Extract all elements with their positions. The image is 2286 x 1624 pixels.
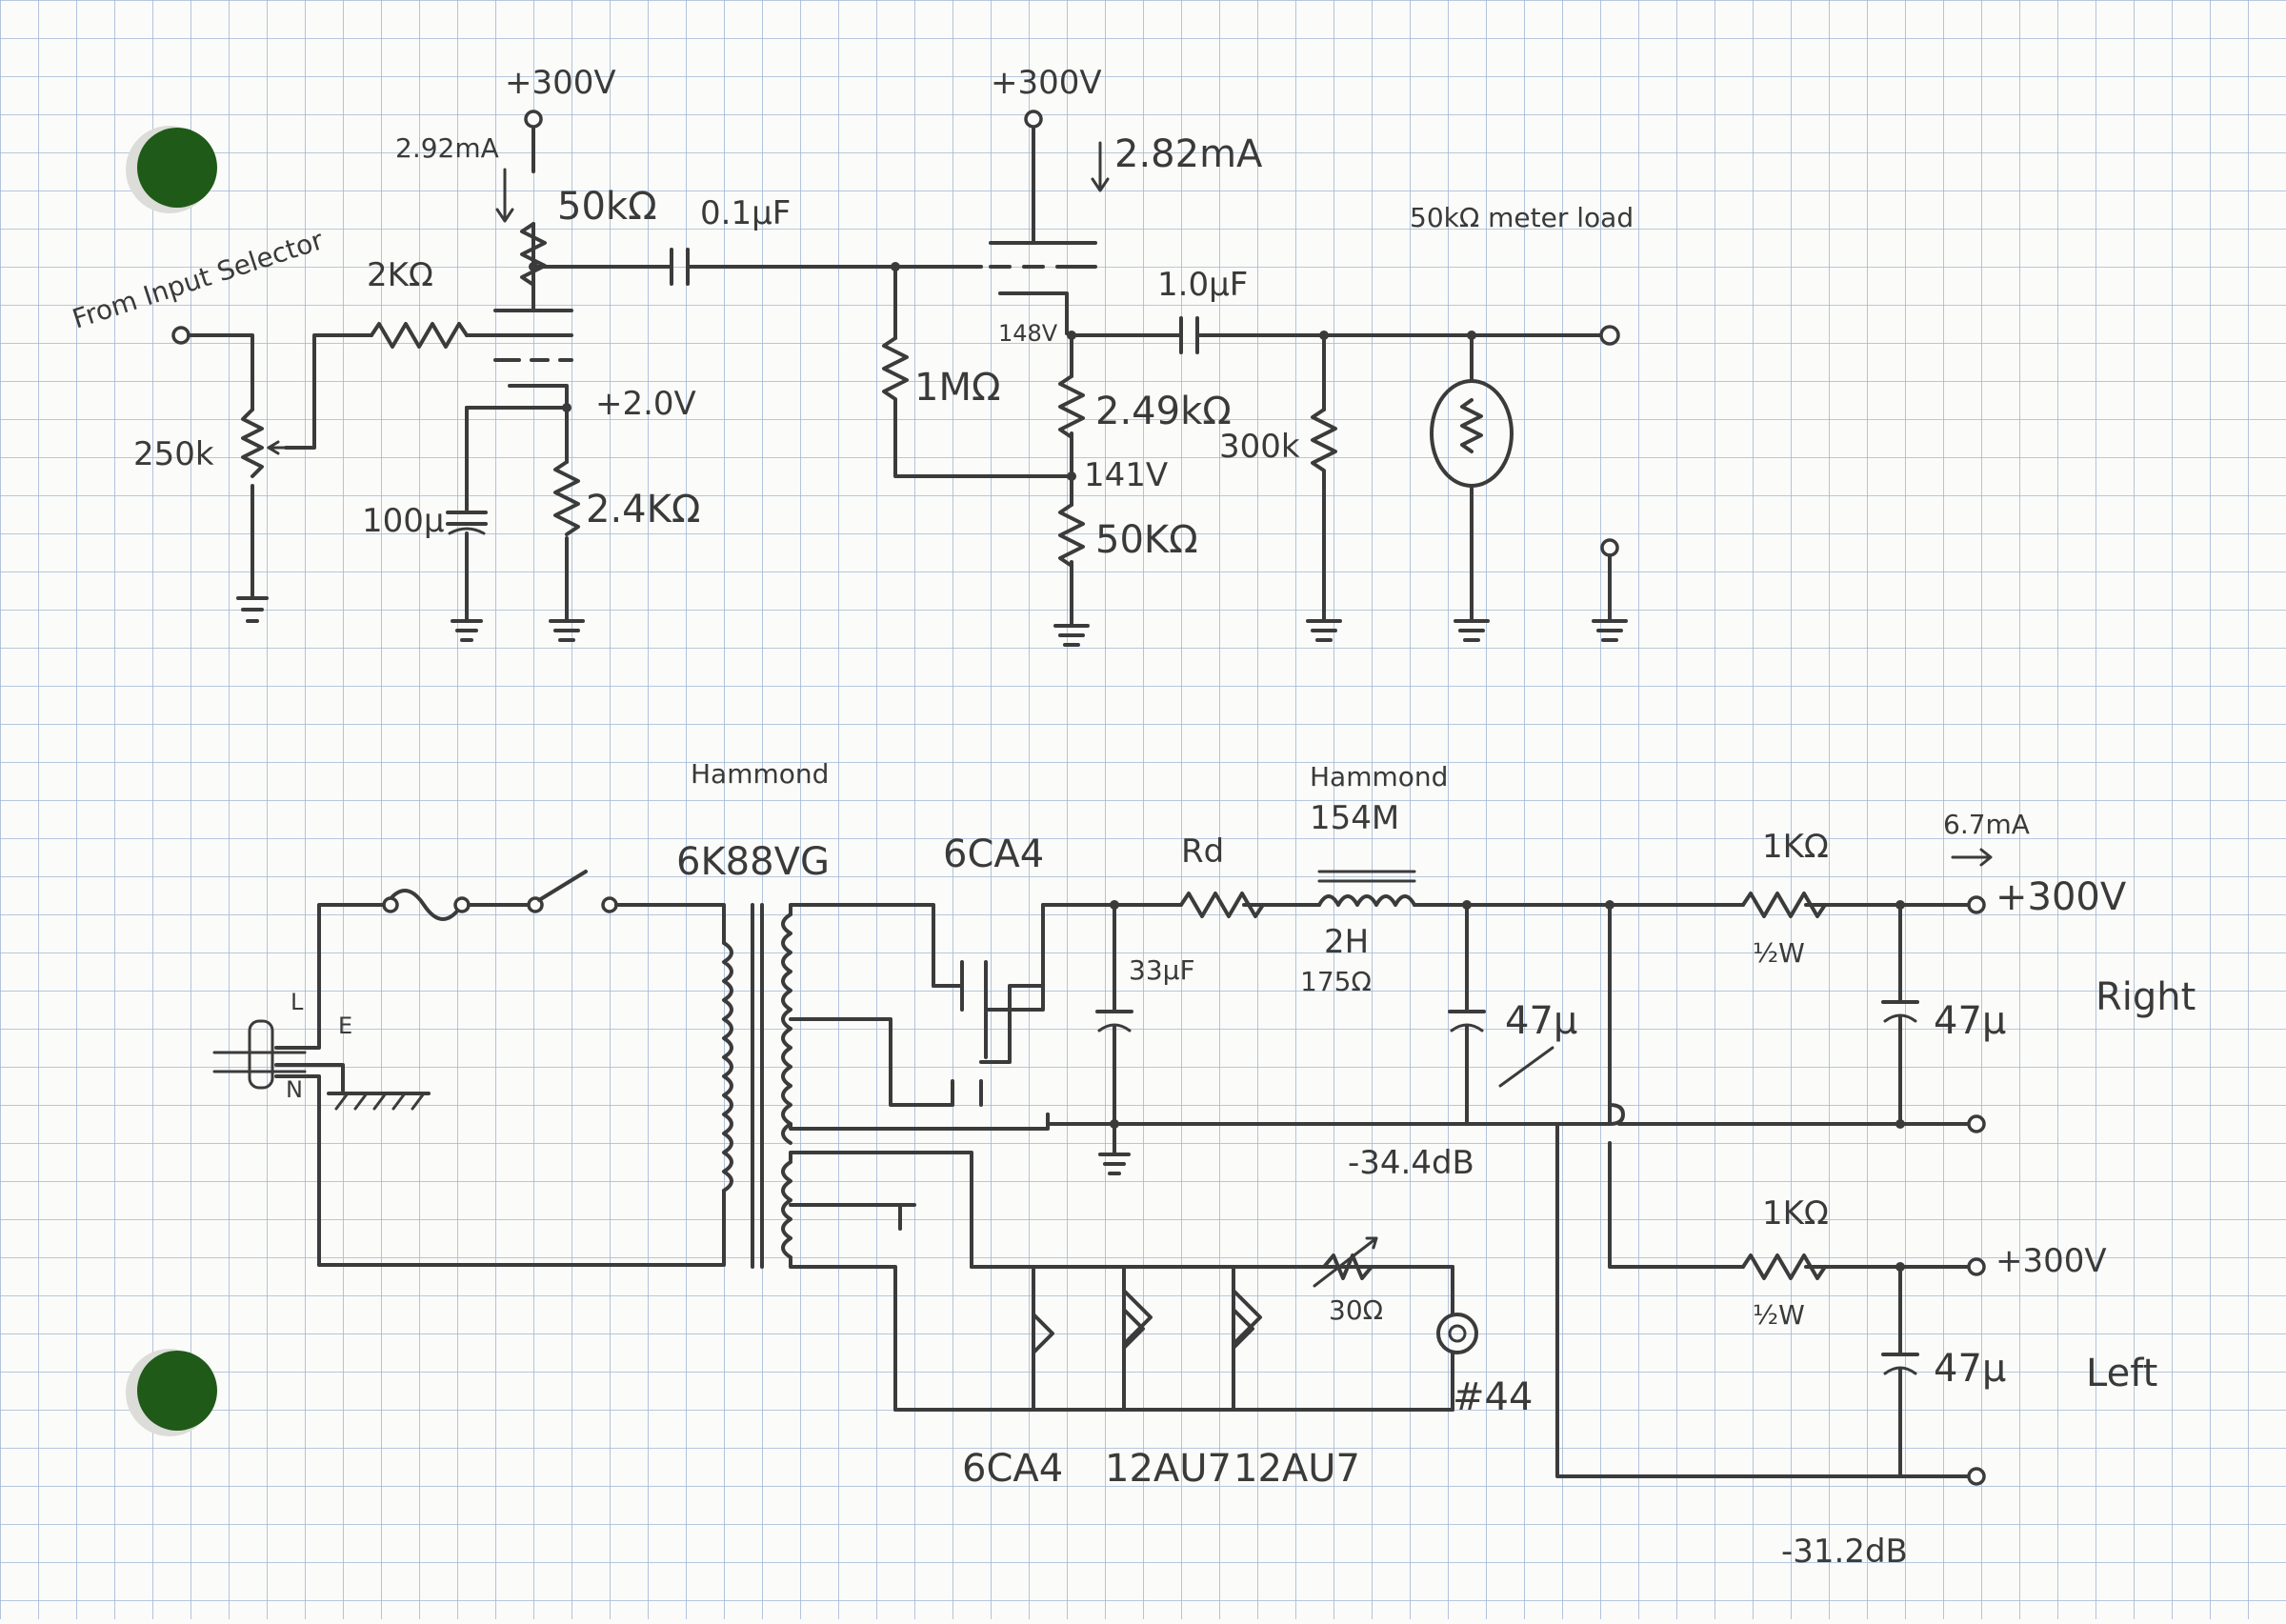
right-supply-terminal xyxy=(1967,895,1986,914)
load-resistor xyxy=(1311,408,1337,472)
right-resistor-watt-label: ½W xyxy=(1753,937,1805,969)
left-supply-label: +300V xyxy=(1995,1242,2107,1280)
supply-label-right: +300V xyxy=(991,64,1102,102)
preamp-stage-1 xyxy=(171,110,897,642)
power-switch xyxy=(537,870,588,902)
power-supply xyxy=(212,848,1993,1486)
plate-resistor xyxy=(520,222,547,287)
filter-cap-2-label: 47μ xyxy=(1505,999,1577,1043)
supply-terminal-left xyxy=(524,110,543,129)
hum-right-label: -31.2dB xyxy=(1781,1533,1908,1571)
right-current-label: 6.7mA xyxy=(1943,809,2030,840)
left-resistor-watt-label: ½W xyxy=(1753,1299,1805,1331)
binder-hole-bottom xyxy=(126,1349,217,1436)
transformer-model-label: 6K88VG xyxy=(676,840,830,884)
tap-voltage-label: 141V xyxy=(1084,456,1168,494)
input-terminal xyxy=(171,326,190,345)
right-channel-label: Right xyxy=(2096,975,2196,1019)
grid-resistor xyxy=(370,322,469,349)
binder-hole-top xyxy=(126,126,217,213)
left-ground-terminal xyxy=(1967,1467,1986,1486)
left-resistor-label: 1KΩ xyxy=(1762,1194,1829,1233)
fuse xyxy=(384,889,464,921)
volume-pot xyxy=(241,408,264,478)
left-resistor xyxy=(1741,1253,1827,1280)
output-terminal xyxy=(1599,325,1620,346)
current-label-right: 2.82mA xyxy=(1114,132,1263,176)
filter-cap-1-label: 33μF xyxy=(1129,954,1195,986)
pilot-lamp-label: #44 xyxy=(1453,1375,1533,1419)
grid-leak xyxy=(882,336,909,401)
bypass-cap-label: 100μ xyxy=(362,502,445,540)
resistor-249k xyxy=(1058,374,1085,439)
left-channel-label: Left xyxy=(2086,1352,2157,1395)
choke-model-label: 154M xyxy=(1310,799,1399,837)
rd-resistor xyxy=(1179,892,1265,918)
cathode-resistor xyxy=(553,460,580,536)
meter-load-label: 50kΩ meter load xyxy=(1410,202,1634,233)
transformer-primary xyxy=(722,941,733,1193)
right-cap-label: 47μ xyxy=(1934,999,2006,1043)
rectifier-diode-1 xyxy=(932,960,964,1012)
choke-resistance-label: 175Ω xyxy=(1300,966,1372,997)
left-supply-terminal xyxy=(1967,1257,1986,1276)
transformer-secondary-hv xyxy=(781,912,792,1145)
grid-leak-label: 1MΩ xyxy=(914,366,1001,410)
coupling-cap-2-label: 1.0μF xyxy=(1157,266,1248,304)
grid-resistor-label: 2KΩ xyxy=(367,256,433,294)
heater-tube-label-3: 12AU7 xyxy=(1233,1447,1360,1491)
left-cap-label: 47μ xyxy=(1934,1347,2006,1391)
supply-terminal-right xyxy=(1024,110,1043,129)
resistor-249k-label: 2.49kΩ xyxy=(1095,390,1232,433)
right-supply-label: +300V xyxy=(1995,875,2127,919)
transformer-maker-label: Hammond xyxy=(691,758,829,790)
choke-inductance-label: 2H xyxy=(1324,923,1369,961)
rectifier-label: 6CA4 xyxy=(943,832,1044,876)
bias-resistor xyxy=(1058,503,1085,568)
choke xyxy=(1317,894,1416,907)
mains-plug xyxy=(212,1051,307,1073)
pilot-lamp xyxy=(1436,1313,1478,1354)
current-label-left: 2.92mA xyxy=(395,132,499,164)
heater-tube-label-1: 6CA4 xyxy=(962,1447,1063,1491)
plate-resistor-label: 50kΩ xyxy=(557,185,657,229)
mains-n-label: N xyxy=(286,1076,303,1103)
mains-l-label: L xyxy=(291,989,304,1015)
cathode-resistor-label: 2.4KΩ xyxy=(586,488,700,531)
bias-resistor-label: 50KΩ xyxy=(1095,518,1198,562)
rectifier-diode-2 xyxy=(951,1079,983,1107)
rd-label: Rd xyxy=(1181,832,1224,871)
preamp-stage-2 xyxy=(882,110,1628,647)
right-ground-terminal xyxy=(1967,1114,1986,1133)
bypass-cap xyxy=(446,511,488,526)
right-resistor-label: 1KΩ xyxy=(1762,828,1829,866)
coupling-cap-1-label: 0.1μF xyxy=(700,194,791,232)
load-resistor-label: 300k xyxy=(1219,428,1300,466)
mains-e-label: E xyxy=(338,1012,352,1039)
supply-label-left: +300V xyxy=(505,64,616,102)
heater-pot-label: 30Ω xyxy=(1329,1294,1383,1326)
transformer-core xyxy=(751,903,764,1269)
heater-pot xyxy=(1322,1253,1374,1280)
transformer-secondary-heater xyxy=(781,1160,792,1259)
cathode-voltage-2-label: 148V xyxy=(998,320,1058,347)
volume-pot-label: 250k xyxy=(133,435,214,473)
choke-maker-label: Hammond xyxy=(1310,761,1448,792)
ground-terminal xyxy=(1600,538,1619,557)
cathode-voltage-label: +2.0V xyxy=(595,385,696,423)
heater-tube-label-2: 12AU7 xyxy=(1105,1447,1232,1491)
right-resistor xyxy=(1741,892,1827,918)
hum-left-label: -34.4dB xyxy=(1348,1144,1474,1182)
